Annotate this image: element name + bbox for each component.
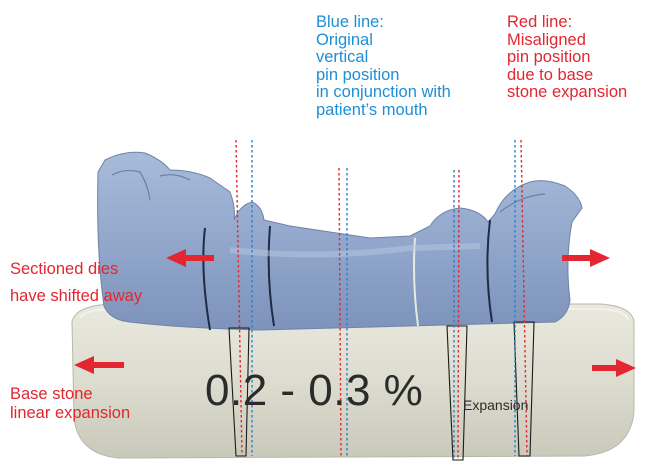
expansion-value: 0.2 - 0.3 % bbox=[205, 366, 423, 416]
blue-line-note: Blue line: Original vertical pin positio… bbox=[316, 14, 451, 119]
sectioned-dies-note: Sectioned dies have shifted away bbox=[10, 256, 142, 310]
base-stone-note: Base stone linear expansion bbox=[10, 385, 130, 423]
arrow-right-icon bbox=[562, 249, 610, 267]
red-line-note: Red line: Misaligned pin position due to… bbox=[507, 14, 627, 102]
expansion-label: Expansion bbox=[463, 396, 528, 414]
